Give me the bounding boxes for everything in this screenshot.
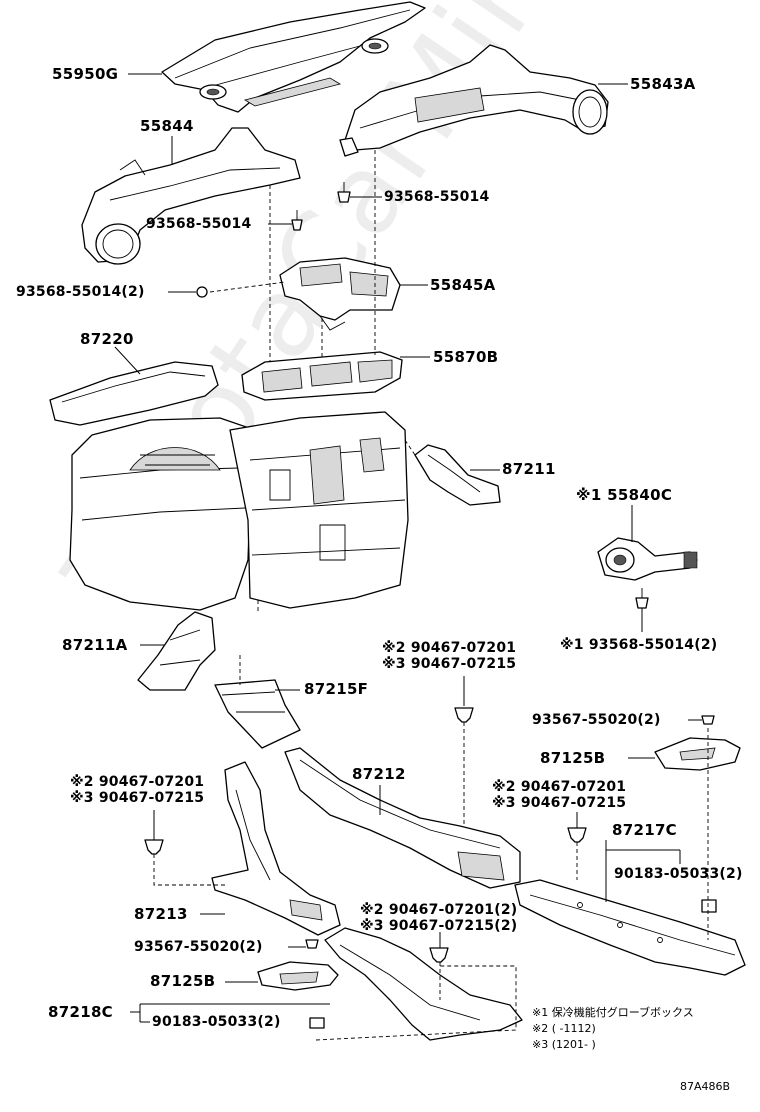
part-87213-drawing (211, 761, 341, 936)
label-90467-07215-left: ※3 90467-07215 (70, 790, 205, 806)
label-87125B-upper: 87125B (540, 749, 606, 767)
note-3: ※3 (1201- ) (532, 1038, 596, 1051)
label-55843A: 55843A (630, 75, 696, 93)
part-87218C-drawing (309, 927, 523, 1041)
label-90467-07215-right: ※3 90467-07215 (492, 795, 627, 811)
label-87125B-lower: 87125B (150, 972, 216, 990)
label-87213: 87213 (134, 905, 188, 923)
label-93568-55014-glovebox: ※1 93568-55014(2) (560, 637, 718, 653)
label-90467-07201-right: ※2 90467-07201 (492, 779, 627, 795)
label-93567-55020-lower: 93567-55020(2) (134, 939, 263, 955)
label-90467-07215-upper: ※3 90467-07215 (382, 656, 517, 672)
leader-lines (114, 73, 702, 1023)
label-90467-07201-upper: ※2 90467-07201 (382, 640, 517, 656)
label-90183-05033-right: 90183-05033(2) (614, 866, 743, 882)
label-93568-55014-left: 93568-55014 (146, 216, 252, 232)
label-87217C: 87217C (612, 821, 677, 839)
clips-drawing (144, 707, 587, 963)
part-55950G-drawing (161, 1, 426, 113)
part-87212-drawing (284, 747, 521, 889)
diagram-code: 87A486B (680, 1080, 731, 1093)
label-93567-55020-upper: 93567-55020(2) (532, 712, 661, 728)
label-90467-07201-left: ※2 90467-07201 (70, 774, 205, 790)
dashed-lines (153, 150, 709, 1041)
label-87220: 87220 (80, 330, 134, 348)
label-87212: 87212 (352, 765, 406, 783)
part-87215F-drawing (214, 679, 301, 749)
label-93568-55014-2: 93568-55014(2) (16, 284, 145, 300)
label-90467-07201-lower: ※2 90467-07201(2) (360, 902, 518, 918)
label-87211: 87211 (502, 460, 556, 478)
part-55843A-drawing (339, 44, 609, 157)
part-55844-drawing (81, 127, 301, 265)
note-2: ※2 ( -1112) (532, 1022, 596, 1035)
label-55844: 55844 (140, 117, 194, 135)
part-87125B-drawing (257, 737, 741, 991)
label-90467-07215-lower: ※3 90467-07215(2) (360, 918, 518, 934)
part-55840C-drawing (597, 537, 698, 581)
label-55845A: 55845A (430, 276, 496, 294)
label-87211A: 87211A (62, 636, 128, 654)
part-87211A-drawing (137, 611, 216, 691)
label-87218C: 87218C (48, 1003, 113, 1021)
part-87217C-drawing (514, 879, 746, 976)
part-87211-drawing (414, 444, 501, 506)
label-55840C: ※1 55840C (576, 486, 673, 504)
note-1: ※1 保冷機能付グローブボックス (532, 1006, 694, 1019)
label-90183-05033-left: 90183-05033(2) (152, 1014, 281, 1030)
label-93568-55014-right: 93568-55014 (384, 189, 490, 205)
label-55950G: 55950G (52, 65, 119, 83)
part-55870B-drawing (241, 351, 403, 401)
label-87215F: 87215F (304, 680, 369, 698)
part-87220-drawing (49, 361, 409, 611)
screws-drawing (196, 182, 715, 949)
part-55845A-drawing (279, 257, 401, 331)
label-55870B: 55870B (433, 348, 499, 366)
